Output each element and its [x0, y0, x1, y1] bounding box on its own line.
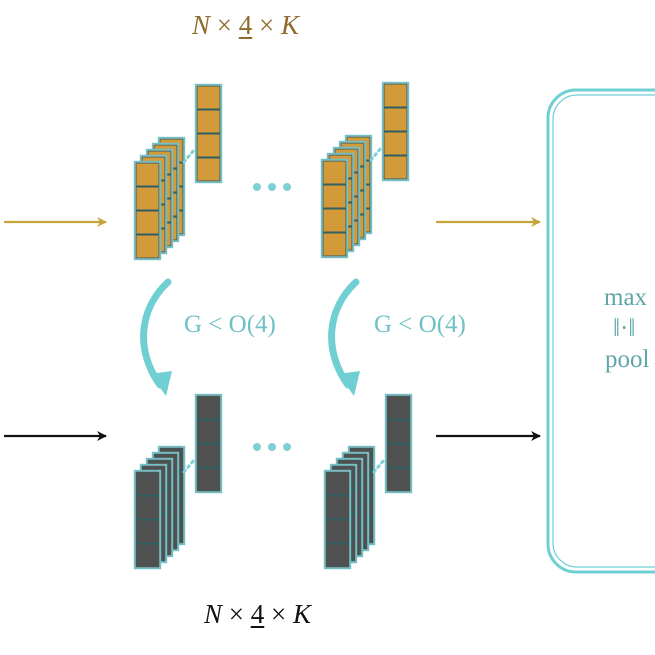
- dim-four: 4: [250, 599, 265, 629]
- gold-feature-stack-right-layer-cell: [322, 208, 347, 233]
- dim-times: ×: [210, 10, 239, 40]
- dim-times: ×: [252, 10, 281, 40]
- bottom-dimension-label: N × 4 × K: [204, 599, 311, 630]
- dim-four: 4: [238, 10, 253, 40]
- dark-feature-stack-left-layer-cell: [135, 495, 160, 520]
- gold-feature-stack-left-layer-cell: [135, 234, 160, 259]
- gold-link-dots-right: [369, 146, 383, 162]
- dark-single-column-left-cell: [196, 467, 221, 492]
- dim-times: ×: [222, 599, 251, 629]
- gold-single-column-right-cell: [383, 83, 408, 108]
- gold-feature-stack-left-layer-cell: [135, 210, 160, 235]
- dark-feature-stack-right-layer-cell: [325, 543, 350, 568]
- dark-feature-stack-right-layer-cell: [325, 519, 350, 544]
- gold-single-column-right-cell: [383, 107, 408, 132]
- gold-feature-stack-right-layer-cell: [322, 160, 347, 185]
- gold-single-column-right-cell: [383, 155, 408, 180]
- dark-single-column-left-cell: [196, 395, 221, 420]
- dim-n: N: [204, 599, 223, 629]
- dark-single-column-right-cell: [386, 443, 411, 468]
- pool-label-line-3: pool: [605, 346, 650, 373]
- dark-feature-stack-right-layer-cell: [325, 495, 350, 520]
- dark-single-column-right-cell: [386, 419, 411, 444]
- dark-single-column-right-cell: [386, 467, 411, 492]
- gold-single-column-left-cell: [196, 133, 221, 158]
- dim-times: ×: [264, 599, 293, 629]
- dark-single-column-left-cell: [196, 443, 221, 468]
- gold-single-column-left-cell: [196, 85, 221, 110]
- gold-feature-stack-right-layer-cell: [322, 232, 347, 257]
- dim-k: K: [292, 599, 311, 629]
- dark-feature-stack-left-layer-cell: [135, 519, 160, 544]
- pool-label-line-2: ‖·‖: [613, 315, 636, 342]
- ellipsis-icon-top: [253, 183, 291, 191]
- dim-n: N: [192, 10, 211, 40]
- dark-feature-stack-left-layer-cell: [135, 471, 160, 496]
- curved-arrow-icon-left: [140, 278, 172, 396]
- gold-feature-stack-right-layer-cell: [322, 184, 347, 209]
- gold-single-column-left-cell: [196, 109, 221, 134]
- gold-link-dots-left: [182, 148, 196, 164]
- gold-feature-stack-left-layer-cell: [135, 186, 160, 211]
- gold-feature-stack-left-layer-cell: [135, 162, 160, 187]
- pooling-box: [546, 88, 655, 574]
- gold-single-column-left-cell: [196, 157, 221, 182]
- ellipsis-icon-bottom: [253, 443, 291, 451]
- dark-single-column-left-cell: [196, 419, 221, 444]
- dark-feature-stack-right-layer-cell: [325, 471, 350, 496]
- dim-k: K: [280, 10, 299, 40]
- gold-single-column-right-cell: [383, 131, 408, 156]
- top-dimension-label: N × 4 × K: [192, 10, 299, 41]
- pool-label-line-1: max: [604, 284, 648, 311]
- group-action-label-left: G < O(4): [184, 311, 276, 338]
- group-action-label-right: G < O(4): [374, 311, 466, 338]
- dark-feature-stack-left-layer-cell: [135, 543, 160, 568]
- curved-arrow-icon-right: [328, 278, 360, 396]
- dark-single-column-right-cell: [386, 395, 411, 420]
- dark-link-dots-right: [372, 458, 386, 474]
- dark-link-dots-left: [182, 458, 196, 474]
- pooling-box-inner: [552, 94, 655, 568]
